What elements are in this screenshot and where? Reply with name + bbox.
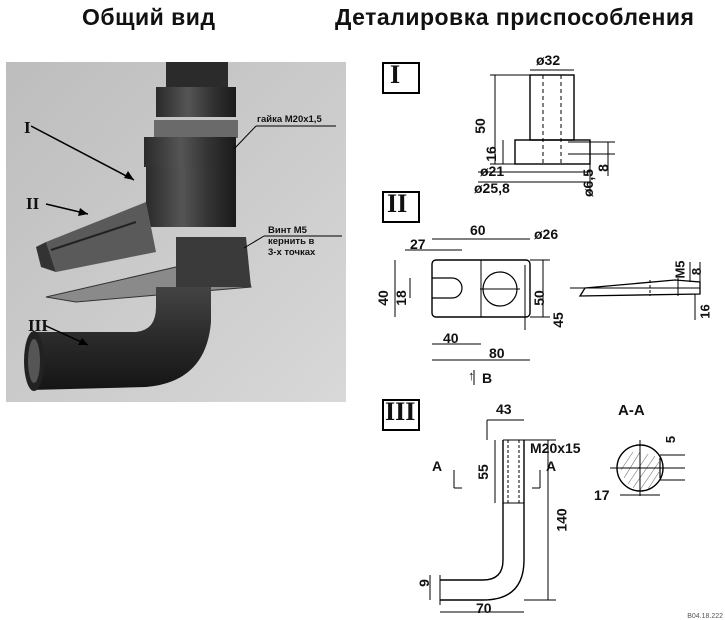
part3-dim-thread: M20x15 bbox=[530, 440, 581, 456]
part2-dim-w60: 60 bbox=[470, 222, 486, 238]
nut-note: гайка M20x1,5 bbox=[257, 114, 322, 125]
part3-section-mark-left: A bbox=[432, 458, 443, 474]
photo-label-III: III bbox=[28, 316, 48, 335]
detailing-title: Деталировка приспособления bbox=[335, 4, 695, 30]
part2-view-label: B bbox=[482, 370, 493, 386]
part3-dim-h9: 9 bbox=[415, 579, 432, 587]
part1-dim-d25: ø25,8 bbox=[474, 180, 510, 196]
part2-roman: II bbox=[387, 189, 408, 218]
screw-note-line3: 3-х точках bbox=[268, 247, 316, 258]
part2-dim-m5: M5 bbox=[672, 260, 688, 279]
general-view-title: Общий вид bbox=[82, 4, 216, 30]
part3-section-mark-right: A bbox=[546, 458, 557, 474]
section-aa-title: A-A bbox=[618, 402, 645, 419]
section-dim-17: 17 bbox=[594, 487, 610, 503]
part2-dim-h40: 40 bbox=[374, 290, 391, 306]
part3-dim-h140: 140 bbox=[553, 508, 570, 532]
screw-note-line2: кернить в bbox=[268, 236, 315, 247]
part2-dim-w27: 27 bbox=[410, 236, 426, 252]
part2-dim-h8: 8 bbox=[689, 267, 705, 276]
part3-dim-w43: 43 bbox=[496, 401, 512, 417]
screw-note-line1: Винт М5 bbox=[268, 225, 307, 236]
part1-dim-h8: 8 bbox=[594, 164, 611, 172]
assembly-photo bbox=[6, 62, 346, 402]
part1-dim-d6: ø6,5 bbox=[580, 168, 597, 198]
part2-dim-h16: 16 bbox=[697, 304, 713, 319]
part2-view-arrow: ↑ bbox=[468, 368, 475, 383]
part3-roman: III bbox=[385, 397, 416, 426]
drawing-code: B04.18.222 bbox=[687, 613, 723, 620]
part2-dim-w80: 80 bbox=[489, 345, 505, 361]
part2-dim-h50: 50 bbox=[530, 290, 547, 306]
part1-dim-h16: 16 bbox=[482, 146, 499, 162]
photo-label-I: I bbox=[24, 118, 31, 137]
part2-dim-h45: 45 bbox=[549, 312, 566, 328]
photo-label-II: II bbox=[26, 194, 40, 213]
part2-dim-w40: 40 bbox=[443, 330, 459, 346]
part1-roman: I bbox=[390, 60, 401, 89]
part1-dim-d21: ø21 bbox=[480, 163, 505, 179]
part1-dim-d32: ø32 bbox=[536, 52, 561, 68]
part1-dim-h50: 50 bbox=[471, 118, 488, 134]
section-dim-5: 5 bbox=[663, 435, 679, 444]
part3-dim-w70: 70 bbox=[476, 600, 492, 616]
part3-dim-h55: 55 bbox=[474, 464, 491, 480]
part2-dim-h18: 18 bbox=[392, 290, 409, 306]
part2-dim-d26: ø26 bbox=[534, 226, 559, 242]
